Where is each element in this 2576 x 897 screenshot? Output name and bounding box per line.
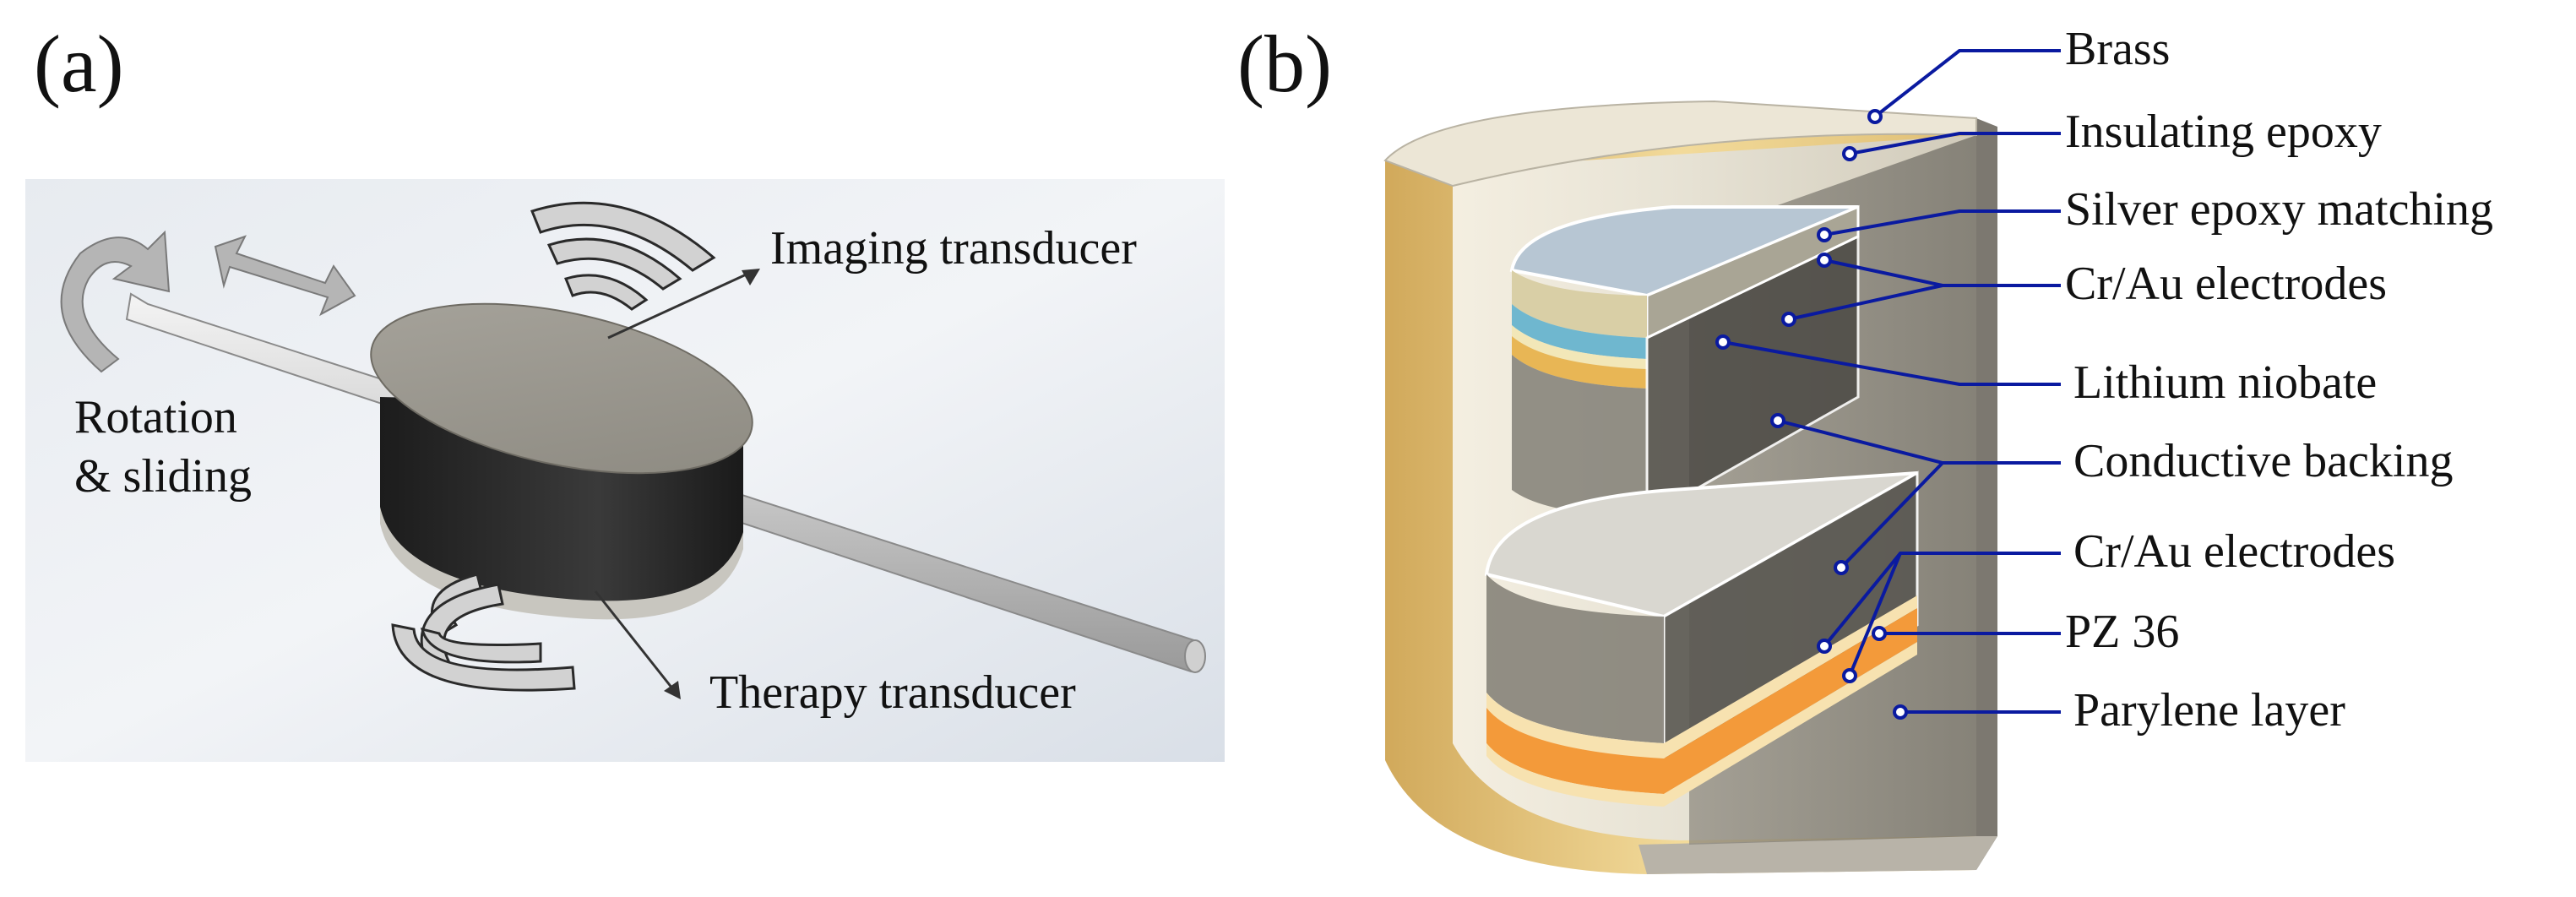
imaging-transducer-label: Imaging transducer — [770, 222, 1137, 275]
sliding-label: & sliding — [74, 450, 252, 503]
layer-label-parylene: Parylene layer — [2073, 684, 2345, 737]
leader-endpoints — [1715, 109, 1908, 720]
panel-a-label: (a) — [34, 19, 124, 109]
layer-label-cr-au-lower: Cr/Au electrodes — [2073, 525, 2395, 578]
therapy-wave-icon — [391, 573, 576, 692]
sliding-arrow-icon — [214, 235, 356, 317]
leader-lines — [1722, 49, 2061, 714]
therapy-pointer — [594, 590, 677, 693]
upper-element — [1509, 204, 1860, 519]
layer-label-conductive-backing: Conductive backing — [2073, 435, 2453, 487]
layer-label-lithium-niobate: Lithium niobate — [2073, 356, 2377, 409]
panel-b-label: (b) — [1237, 19, 1332, 109]
lower-element — [1484, 470, 1919, 807]
imaging-pointer — [607, 270, 753, 340]
layer-label-silver-epoxy: Silver epoxy matching — [2065, 183, 2493, 236]
panel-b: (b) — [1237, 19, 2493, 874]
therapy-transducer-label: Therapy transducer — [709, 666, 1076, 719]
layer-label-cr-au-upper: Cr/Au electrodes — [2065, 258, 2387, 310]
rotation-label: Rotation — [74, 391, 237, 443]
layer-label-pz36: PZ 36 — [2065, 606, 2179, 658]
layer-label-insulating-epoxy: Insulating epoxy — [2065, 106, 2382, 158]
panel-a: (a) — [25, 19, 1225, 762]
layer-label-brass: Brass — [2065, 23, 2170, 75]
imaging-wave-icon — [530, 201, 716, 311]
rotation-arrow-icon — [60, 230, 171, 373]
